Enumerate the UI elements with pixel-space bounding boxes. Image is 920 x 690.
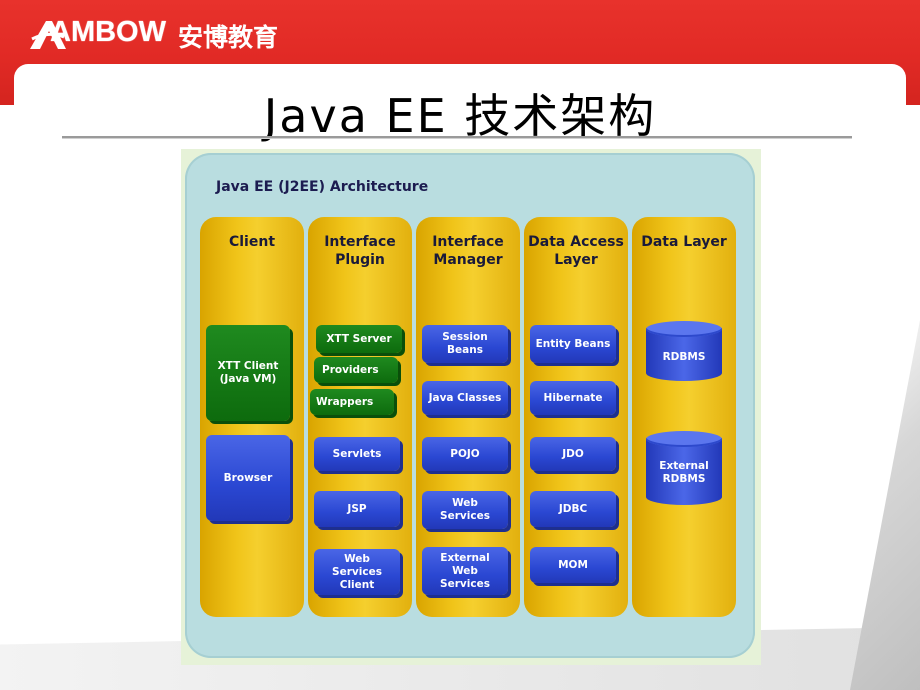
column-label: Interface Plugin: [324, 234, 396, 268]
logo-a-icon: [30, 21, 66, 49]
pojo-box: POJO: [422, 437, 508, 471]
logo-chinese-text: 安博教育: [178, 23, 279, 52]
xtt-client-box: XTT Client (Java VM): [206, 325, 290, 421]
database-top: [646, 431, 722, 447]
title-divider: [62, 136, 852, 139]
servlets-box: Servlets: [314, 437, 400, 471]
web-services-box: Web Services: [422, 491, 508, 529]
column-data-access-layer: Data Access Layer Entity Beans Hibernate…: [524, 217, 628, 617]
jsp-box: JSP: [314, 491, 400, 527]
column-label: Data Layer: [641, 234, 727, 250]
column-client: Client XTT Client (Java VM) Browser: [200, 217, 304, 617]
external-rdbms-database: External RDBMS: [646, 431, 722, 505]
jdbc-box: JDBC: [530, 491, 616, 527]
column-interface-plugin: Interface Plugin XTT Server Providers Wr…: [308, 217, 412, 617]
entity-beans-box: Entity Beans: [530, 325, 616, 363]
column-label: Data Access Layer: [528, 234, 624, 268]
hibernate-box: Hibernate: [530, 381, 616, 415]
architecture-diagram: Java EE (J2EE) Architecture Client XTT C…: [181, 149, 761, 665]
logo-text: AMBOW: [50, 16, 166, 48]
rdbms-database: RDBMS: [646, 321, 722, 381]
providers-box: Providers: [314, 357, 398, 383]
column-label: Interface Manager: [432, 234, 504, 268]
browser-box: Browser: [206, 435, 290, 521]
xtt-server-box: XTT Server: [316, 325, 402, 353]
database-top: [646, 321, 722, 337]
web-services-client-box: Web Services Client: [314, 549, 400, 595]
jdo-box: JDO: [530, 437, 616, 471]
session-beans-box: Session Beans: [422, 325, 508, 363]
database-label: External RDBMS: [659, 460, 709, 485]
mom-box: MOM: [530, 547, 616, 583]
database-icon: [646, 329, 722, 381]
wrappers-box: Wrappers: [310, 389, 394, 415]
column-data-layer: Data Layer RDBMS External RDBMS: [632, 217, 736, 617]
external-web-services-box: External Web Services: [422, 547, 508, 595]
diagram-title: Java EE (J2EE) Architecture: [216, 179, 429, 195]
database-icon: [646, 439, 722, 505]
slide-title: Java EE 技术架构: [263, 89, 657, 143]
java-classes-box: Java Classes: [422, 381, 508, 415]
database-label: RDBMS: [662, 351, 706, 363]
column-label: Client: [228, 234, 276, 250]
column-interface-manager: Interface Manager Session Beans Java Cla…: [416, 217, 520, 617]
